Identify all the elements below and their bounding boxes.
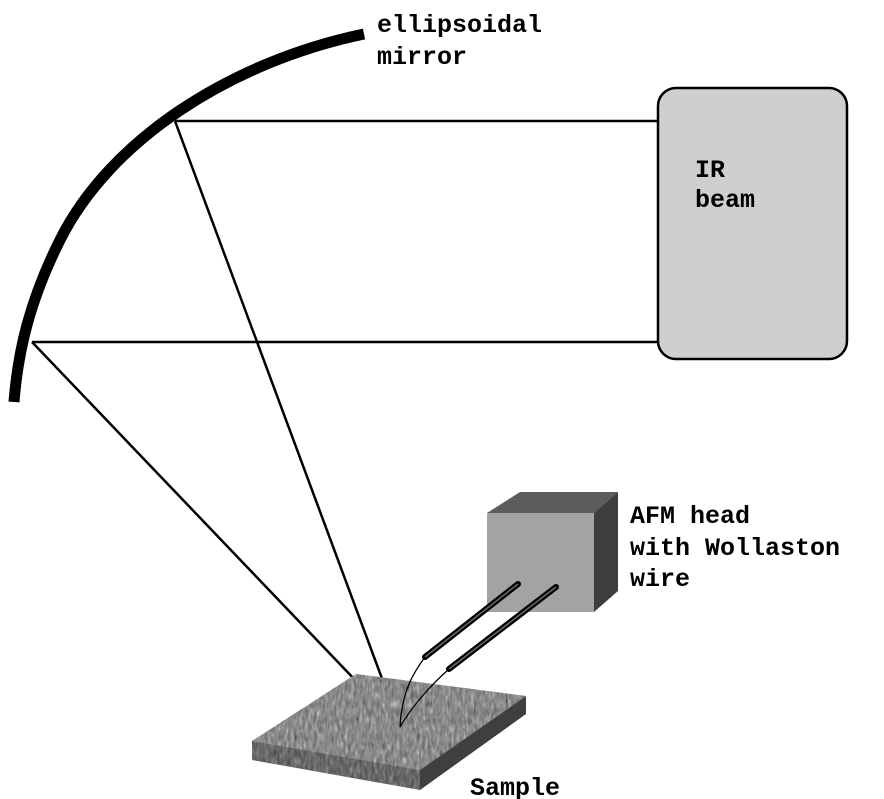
afm-label-line1: AFM head [630,502,750,531]
afm-label-line3: wire [630,565,690,594]
focused-ray-lower [31,341,401,728]
wollaston-arm-right-highlight [448,586,557,670]
ir-beam-box [656,86,849,361]
mirror-label-line2: mirror [377,43,467,72]
beam-label-line2: beam [695,186,755,215]
ellipsoidal-mirror [8,28,366,403]
mirror-label-line1: ellipsoidal [377,11,542,40]
afm-label-line2: with Wollaston [630,534,840,563]
afm-head-top-face [487,492,618,513]
wollaston-wire-tip [399,656,450,728]
afm-head-side-face [594,492,618,612]
sample-front-texture [252,741,420,790]
sample-block [252,674,526,790]
focused-ray-upper [173,120,402,728]
wollaston-arm-left-highlight [424,583,519,658]
sample-side-face [420,696,526,790]
beam-label-line1: IR [695,156,725,185]
sample-top-texture [252,674,526,770]
sample-label: Sample [470,774,560,799]
